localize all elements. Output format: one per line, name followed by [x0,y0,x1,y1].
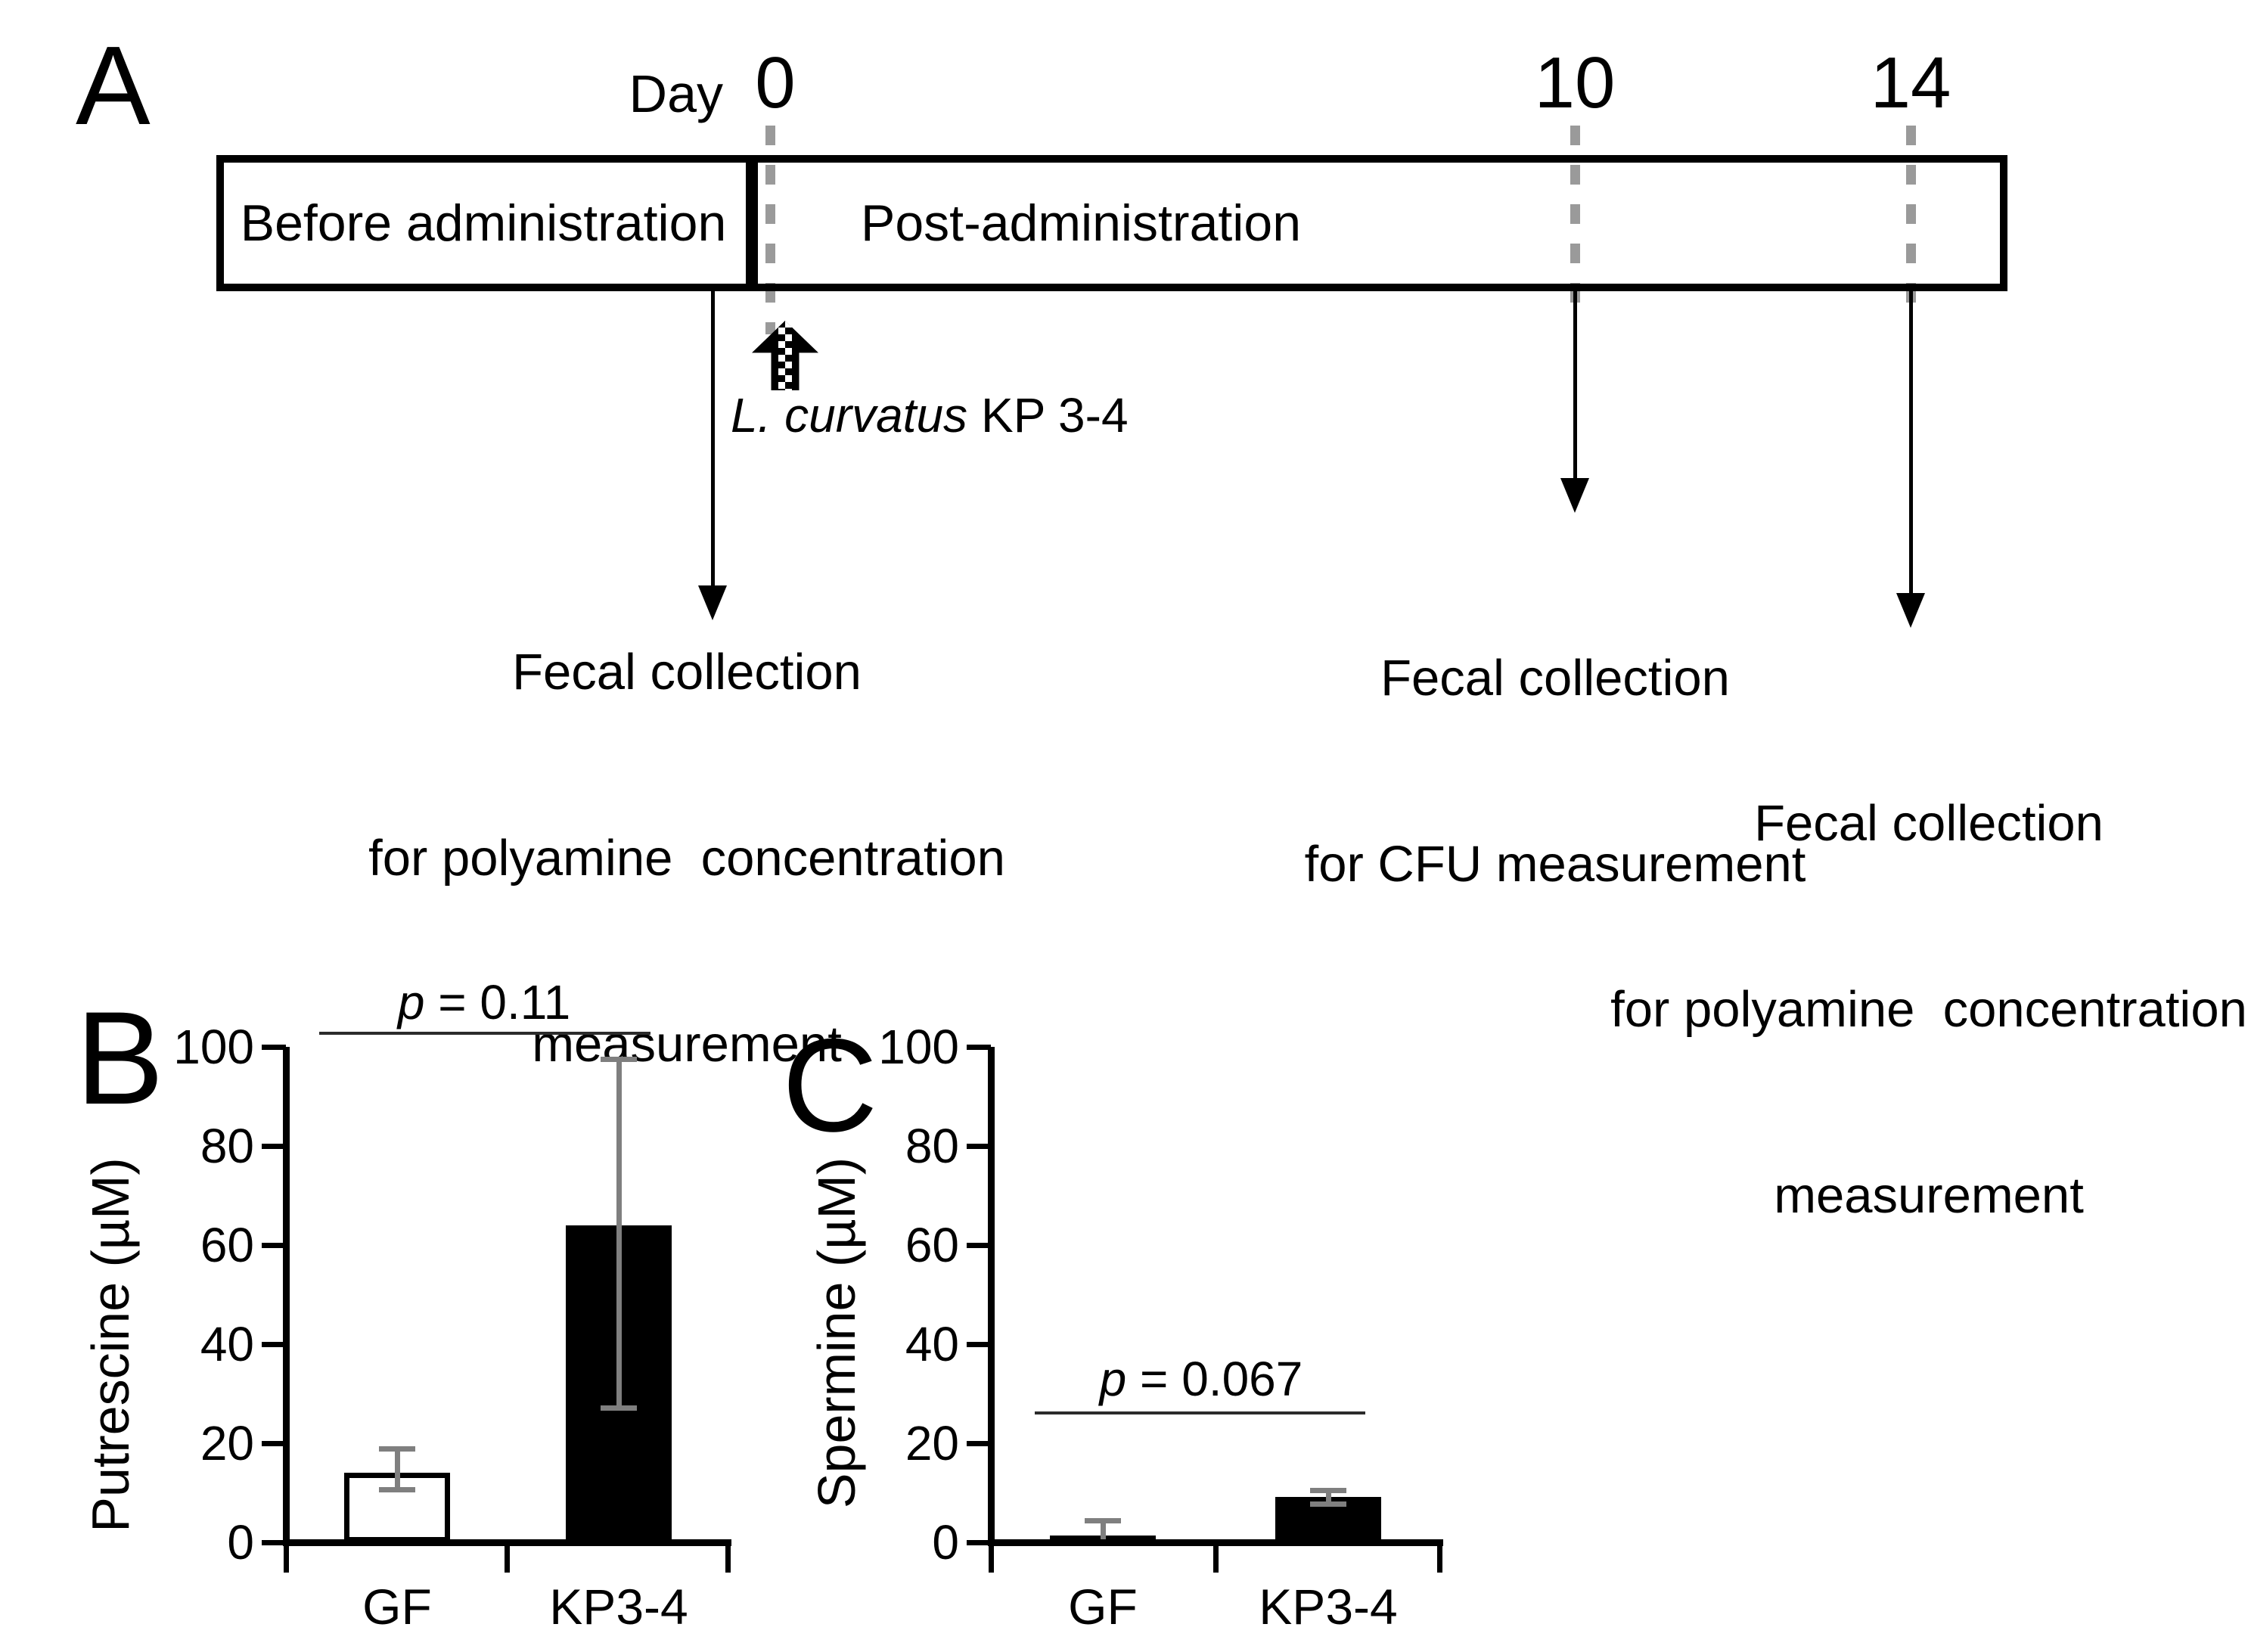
y-tick-b [262,1539,286,1545]
day0-event-arrow-line [711,290,715,588]
day0-dashed-line [765,126,775,334]
y-tick-b [262,1242,286,1248]
intervention-strain: KP 3-4 [981,388,1129,442]
y-tick-b [262,1440,286,1446]
x-tick-c [1436,1542,1442,1573]
y-tick-c [967,1341,991,1347]
event-line: Fecal collection [512,644,862,700]
p-value: = 0.11 [424,975,571,1029]
error-cap-top-kp3-4 [601,1057,637,1063]
significance-text-c: p = 0.067 [1100,1351,1303,1407]
y-tick-c [967,1539,991,1545]
timeline-day0-divider [746,155,758,291]
p-symbol: p [397,975,425,1029]
error-cap-top-gf [1085,1517,1121,1523]
error-cap-bottom-kp3-4 [1310,1501,1346,1507]
day10-event-arrow-line [1573,290,1577,481]
x-tick-b [725,1542,731,1573]
x-tick-b [283,1542,289,1573]
x-tick-c [988,1542,994,1573]
x-tick-c [1212,1542,1219,1573]
day14-dashed-line [1906,126,1916,307]
day-tick-10: 10 [1534,42,1616,123]
x-category-label-kp3-4: KP3-4 [1259,1579,1398,1635]
x-tick-b [504,1542,510,1573]
significance-text-b: p = 0.11 [398,974,570,1030]
error-bar-gf [1100,1520,1106,1542]
y-tick-c [967,1440,991,1446]
x-category-label-kp3-4: KP3-4 [549,1579,688,1635]
panel-b-label: B [76,985,164,1132]
error-cap-top-gf [379,1446,415,1452]
error-bar-kp3-4 [616,1059,622,1409]
error-cap-bottom-gf [379,1487,415,1493]
y-tick-label-b: 40 [200,1317,254,1371]
post-administration-label: Post-administration [861,194,1302,252]
y-tick-b [262,1341,286,1347]
y-tick-label-c: 40 [905,1317,959,1371]
error-cap-top-kp3-4 [1310,1488,1346,1494]
y-tick-label-b: 80 [200,1119,254,1173]
significance-line-c [1035,1411,1365,1414]
day-axis-label: Day [629,64,723,123]
error-bar-gf [394,1448,400,1491]
event-line: for polyamine concentration [1610,981,2247,1038]
panel-a-label: A [76,23,151,148]
x-category-label-gf: GF [1068,1579,1138,1635]
p-value: = 0.067 [1126,1352,1303,1406]
event-line: measurement [1774,1167,2084,1224]
event-line: for polyamine concentration [368,830,1005,887]
day14-event-text: Fecal collection for polyamine concentra… [1610,669,2247,1351]
event-line: Fecal collection [1380,650,1730,706]
x-category-label-gf: GF [362,1579,432,1635]
y-tick-label-c: 0 [932,1515,959,1570]
day0-event-text: Fecal collection for polyamine concentra… [368,517,1005,1200]
day-tick-14: 14 [1870,42,1951,123]
day14-event-arrow-line [1909,290,1913,596]
y-tick-label-b: 100 [173,1020,254,1074]
day-tick-0: 0 [755,42,796,123]
y-tick-c [967,1242,991,1248]
y-tick-label-c: 20 [905,1416,959,1470]
p-symbol: p [1099,1352,1127,1406]
y-tick-label-b: 60 [200,1218,254,1272]
y-tick-c [967,1143,991,1149]
panel-c-label: C [782,1012,878,1160]
administration-up-arrow-icon [752,321,818,390]
event-line: measurement [532,1016,842,1073]
y-tick-label-c: 100 [878,1020,959,1074]
event-line: for CFU measurement [1304,836,1806,893]
intervention-species: L. curvatus [731,388,968,442]
y-tick-label-c: 80 [905,1119,959,1173]
y-tick-c [967,1044,991,1050]
event-line: Fecal collection [1754,795,2104,852]
error-bar-kp3-4 [1325,1490,1331,1504]
day14-event-arrowhead-icon [1896,593,1925,628]
y-axis-b [282,1047,290,1546]
day10-event-arrowhead-icon [1560,478,1589,513]
y-tick-b [262,1044,286,1050]
y-tick-label-b: 0 [227,1515,254,1570]
y-axis-c [987,1047,995,1546]
error-cap-bottom-kp3-4 [601,1405,637,1411]
significance-line-b [319,1032,650,1035]
y-tick-label-c: 60 [905,1218,959,1272]
before-administration-label: Before administration [240,194,727,252]
day10-event-text: Fecal collection for CFU measurement [1305,523,1806,1020]
timeline-box [216,155,2007,291]
day10-dashed-line [1570,126,1580,307]
y-tick-b [262,1143,286,1149]
day0-event-arrowhead-icon [698,585,727,620]
y-tick-label-b: 20 [200,1416,254,1470]
